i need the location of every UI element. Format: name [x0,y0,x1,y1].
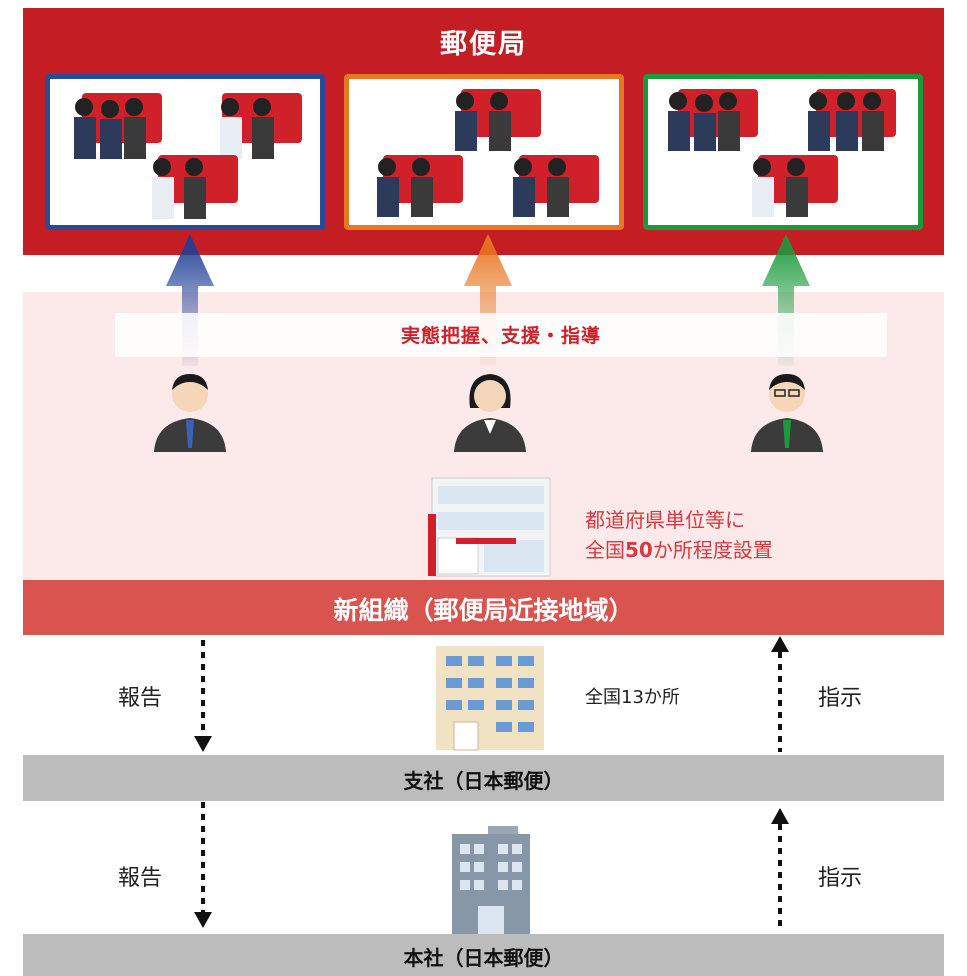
head-office-label: 本社（日本郵便） [403,946,564,970]
dotted-arrow-icon [194,802,212,928]
office-building-icon [436,646,544,751]
advisor-person-icon [751,374,823,452]
instruct-label: 指示 [818,686,863,711]
tower-building-icon [452,826,530,934]
note-suffix: か所程度設置 [652,538,773,562]
branch-label: 支社（日本郵便） [403,769,564,793]
building-icon [428,477,551,577]
post-office-panel-orange [344,74,624,230]
arrow-up-icon [762,234,810,366]
dotted-arrow-icon [194,640,212,752]
dotted-arrow-icon [771,808,789,932]
post-office-section: 郵便局 [23,8,944,255]
arrow-up-icon [464,234,512,366]
report-label: 報告 [118,866,163,891]
branch-bar: 支社（日本郵便） [23,755,944,801]
arrow-up-icon [166,234,214,366]
instruct-label: 指示 [818,866,863,891]
dotted-arrow-icon [771,636,789,752]
new-org-bar: 新組織（郵便局近接地域） [23,580,944,635]
staff-group-icon [668,89,896,217]
support-strip [115,313,887,357]
post-office-panel-green [643,74,923,230]
staff-group-icon [377,89,599,217]
advisor-person-icon [154,374,226,452]
post-office-title: 郵便局 [440,29,527,60]
new-org-note-line1: 都道府県単位等に [585,508,745,532]
head-office-bar: 本社（日本郵便） [23,934,944,976]
new-org-label: 新組織（郵便局近接地域） [333,596,634,625]
note-prefix: 全国 [585,538,625,562]
support-label: 実態把握、支援・指導 [400,325,601,347]
new-org-note: 都道府県単位等に 全国50か所程度設置 [585,505,773,565]
branch-count: 全国13か所 [585,687,680,708]
report-label: 報告 [118,686,163,711]
advisor-person-icon [454,374,526,452]
note-number: 50 [625,538,653,562]
staff-group-icon [74,93,302,219]
new-org-note-line2: 全国50か所程度設置 [585,535,773,565]
post-office-panel-blue [45,74,325,230]
support-arrows [166,234,810,366]
